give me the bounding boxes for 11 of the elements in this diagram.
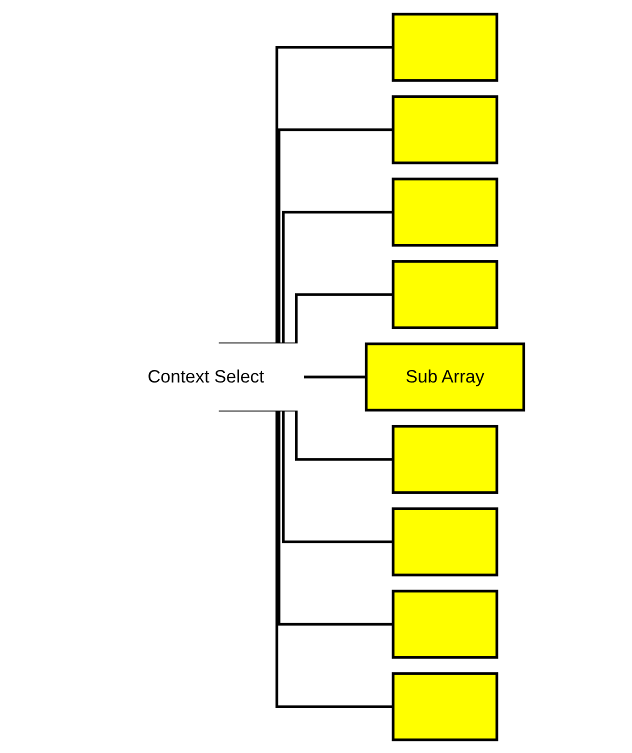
- node-box: [392, 424, 498, 494]
- node-box: [392, 12, 498, 82]
- node-box: [392, 506, 498, 576]
- node-box: [392, 672, 498, 741]
- node-box: [392, 260, 498, 329]
- connector: [304, 375, 366, 378]
- node-box: [392, 177, 498, 246]
- node-box: [392, 94, 498, 164]
- node-box: [392, 589, 498, 658]
- node-box: Sub Array: [364, 342, 526, 411]
- connector: [218, 408, 394, 708]
